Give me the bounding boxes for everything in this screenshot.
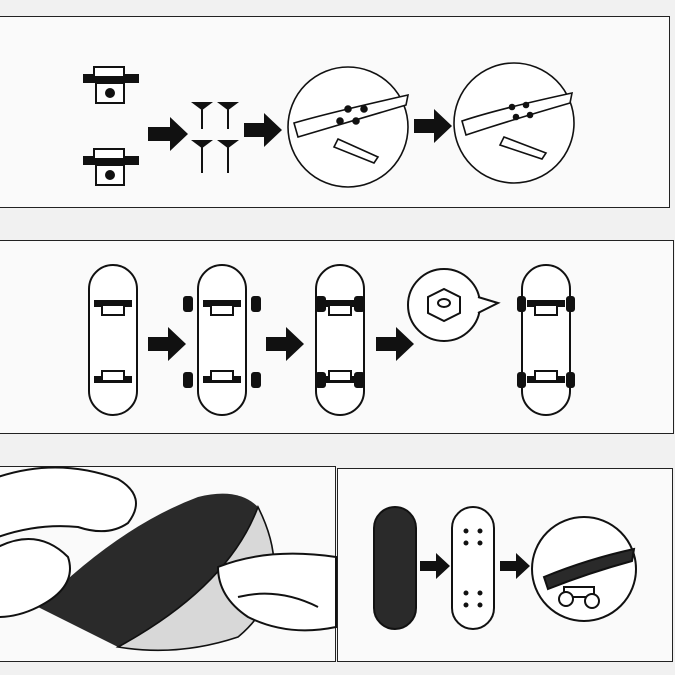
arrow-8 bbox=[500, 553, 530, 579]
griptape-apply-diagram bbox=[373, 506, 637, 630]
deck-3 bbox=[315, 264, 365, 416]
griptape-sheet bbox=[38, 493, 258, 647]
step-1-diagram bbox=[83, 62, 575, 188]
griptape-peel-illustration bbox=[0, 466, 337, 652]
nut-detail-circle bbox=[407, 268, 501, 342]
deck-1 bbox=[88, 264, 138, 416]
arrow-3 bbox=[414, 109, 452, 143]
step-3-apply-panel bbox=[337, 468, 673, 662]
step-3-griptape-panel bbox=[0, 466, 337, 662]
deck-2 bbox=[183, 264, 261, 416]
arrow-1 bbox=[148, 117, 188, 151]
deck-4 bbox=[517, 264, 575, 416]
deck-with-griptape bbox=[373, 506, 417, 630]
arrow-5 bbox=[266, 327, 304, 361]
arrow-4 bbox=[148, 327, 186, 361]
detail-circle-screws bbox=[287, 66, 410, 188]
screws bbox=[191, 102, 239, 173]
deck-top-view bbox=[451, 506, 495, 630]
step-2-panel bbox=[0, 240, 674, 434]
truck-top bbox=[83, 66, 139, 104]
step-1-panel bbox=[0, 16, 670, 208]
finished-board-circle bbox=[531, 516, 637, 622]
hands bbox=[0, 466, 337, 632]
arrow-6 bbox=[376, 327, 414, 361]
truck-bottom bbox=[83, 148, 139, 186]
detail-circle-mounted bbox=[453, 62, 575, 184]
step-2-diagram bbox=[88, 264, 575, 416]
arrow-7 bbox=[420, 553, 450, 579]
arrow-2 bbox=[244, 113, 282, 147]
